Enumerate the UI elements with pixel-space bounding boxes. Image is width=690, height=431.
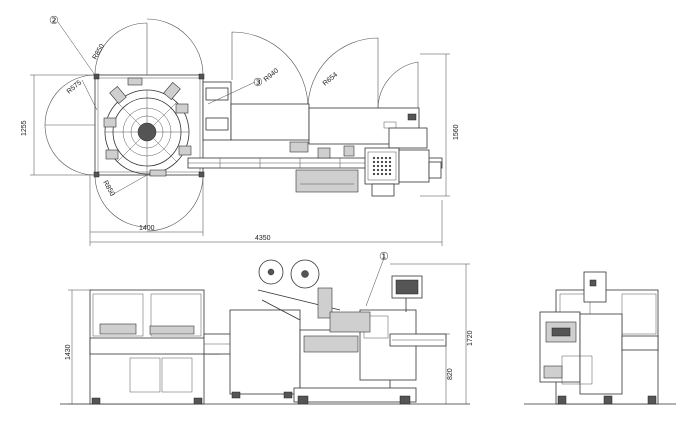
radius-label-r654: R654 [322,71,339,87]
dim-height-1255: 1255 [21,120,28,136]
dim-width-1400: 1400 [139,225,155,232]
rotary-unit [93,73,205,178]
dim-width-4350: 4350 [255,235,271,242]
left-cabinet [89,289,221,405]
front-view: ① 1430 1720 820 [60,251,474,405]
wrapping-machine [257,259,447,405]
front-conveyor [203,309,305,399]
dim-height-1720: 1720 [467,330,474,346]
callout-leaders [57,21,256,105]
front-dimensions: 1430 1720 820 [65,263,474,405]
dim-height-820: 820 [447,368,454,380]
callout-3: ③ [253,77,263,89]
plan-dimensions [30,53,450,246]
radius-label-r940: R940 [263,67,280,83]
side-view [524,271,676,405]
radius-label-r575: R575 [66,79,83,95]
radius-label-r850-bottom: R850 [101,180,115,198]
radius-label-r850-top: R850 [92,43,106,61]
print-station [295,147,442,197]
callout-1: ① [379,251,389,263]
callout-2: ② [49,15,59,27]
dim-height-1430: 1430 [65,344,72,360]
machine-modules [202,81,428,149]
plan-view: ② ③ R850 R575 R940 R654 R850 1255 1560 1… [21,15,460,246]
dim-height-1560: 1560 [453,124,460,140]
door-arcs [44,18,419,232]
callout-1-leader [365,257,385,307]
